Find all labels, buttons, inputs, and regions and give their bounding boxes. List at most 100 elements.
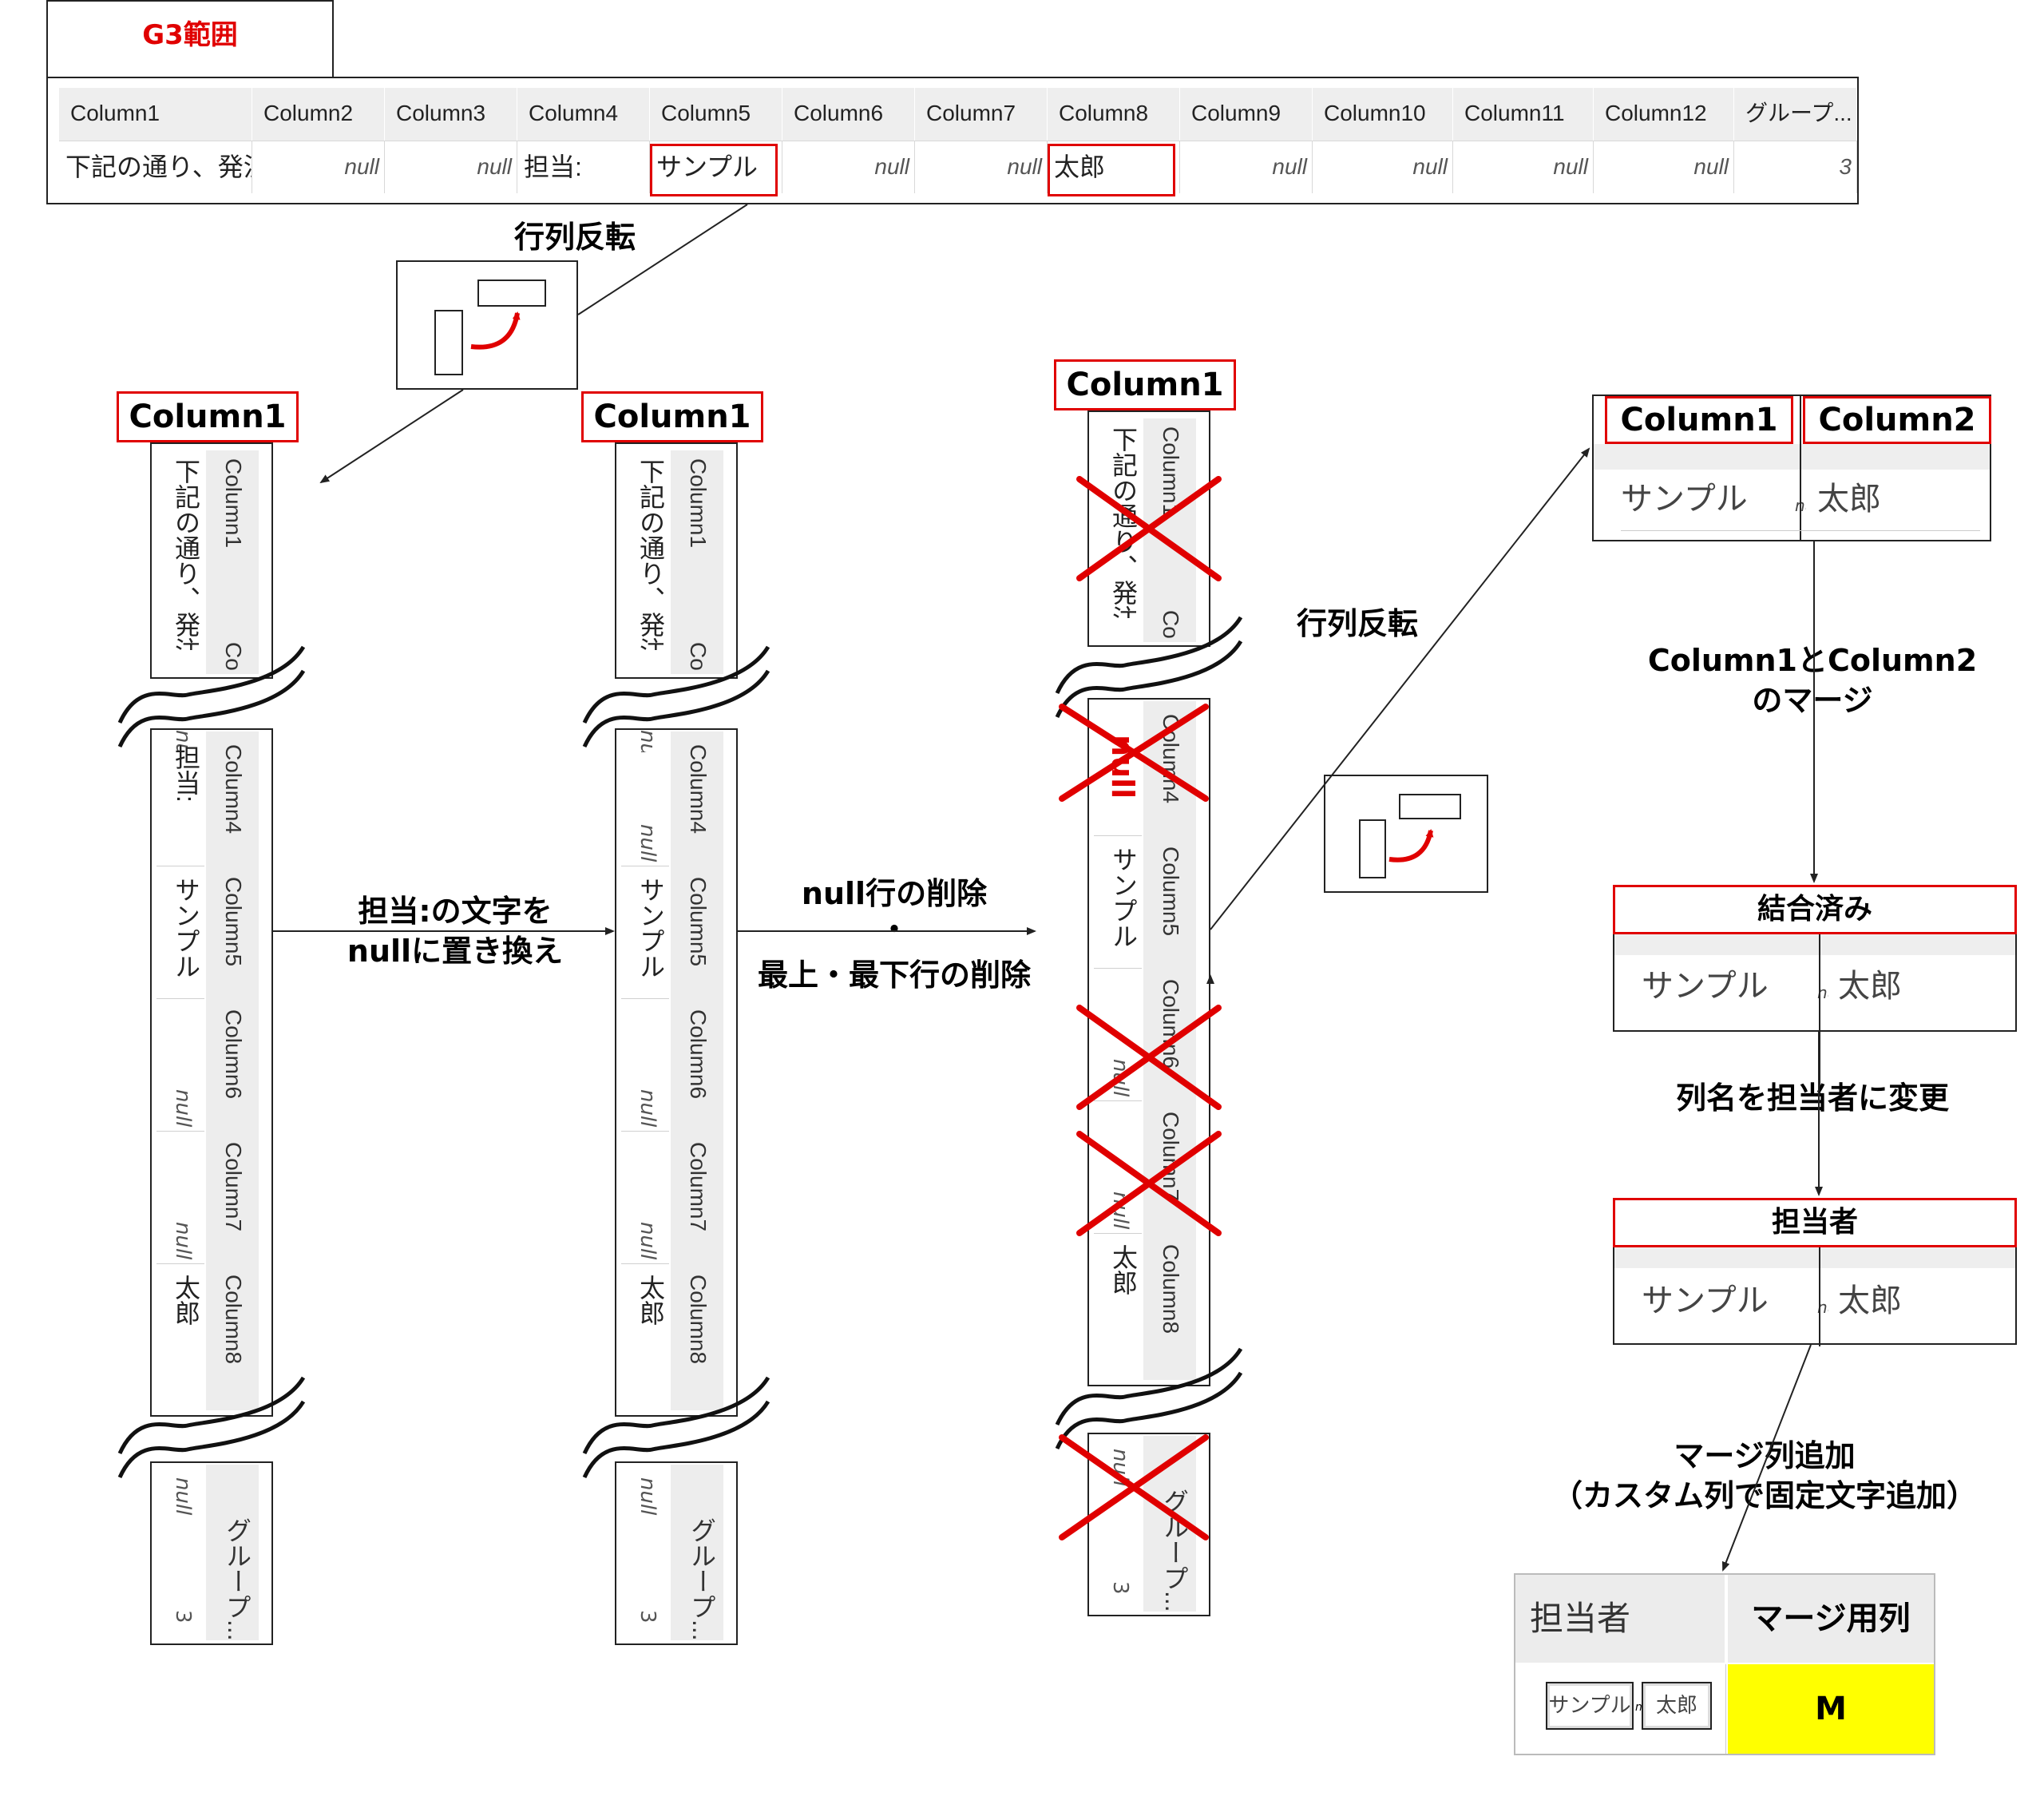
- strip-mid-null: null: [636, 824, 660, 862]
- strip-top-cut-label: Co: [686, 642, 711, 671]
- g3-header-cell: Column8: [1048, 88, 1180, 141]
- strip2-header: Column1: [581, 391, 763, 442]
- strip-mid-null: null: [636, 1222, 660, 1260]
- g3-data-cell: null: [1313, 141, 1453, 193]
- g3-title: G3範囲: [142, 19, 238, 51]
- strip1-header: Column1: [117, 391, 299, 442]
- addcol-label-1: マージ列追加: [1674, 1438, 1856, 1473]
- g3-header-cell: Column6: [782, 88, 915, 141]
- g3-data-cell: 太郎: [1048, 141, 1180, 193]
- result3-val1: サンプル: [1642, 1283, 1769, 1319]
- strip-top-cut-label: Co: [1159, 610, 1183, 639]
- addcol-label-2: （カスタム列で固定文字追加）: [1551, 1478, 1977, 1513]
- g3-data-cell: null: [782, 141, 915, 193]
- strip-mid-column-label: Column5: [221, 877, 246, 967]
- strip-mid-header-column: [671, 732, 723, 1410]
- transpose-label-1: 行列反転: [513, 220, 636, 255]
- g3-data-cell: null: [252, 141, 385, 193]
- strip-row-divider: [621, 1263, 669, 1264]
- result1-rowline: [1621, 530, 1980, 531]
- final-header-2: マージ用列: [1728, 1575, 1934, 1663]
- transpose-icon-1: [396, 260, 578, 390]
- break-marks: [117, 616, 1243, 1479]
- result2-val1: サンプル: [1642, 968, 1769, 1005]
- transpose-rect-vertical: [434, 310, 463, 375]
- result3-divider: [1819, 1247, 1820, 1346]
- icon-to-strip1-arrow: [319, 389, 464, 484]
- strip-mid-null-prefix: null: [636, 730, 660, 752]
- g3-to-icon-line: [577, 204, 748, 315]
- result3-header-bg: [1614, 1247, 2015, 1268]
- g3-header-cell: Column2: [252, 88, 385, 141]
- final-header-1: 担当者: [1515, 1575, 1726, 1663]
- strip-mid-value: 太郎: [1109, 1244, 1138, 1295]
- merge-label-1: Column1とColumn2: [1647, 643, 1978, 678]
- strip3-to-result1-arrow: [1210, 447, 1590, 930]
- rename-label: 列名を担当者に変更: [1675, 1080, 1949, 1116]
- transpose2-rect-horizontal: [1399, 794, 1461, 819]
- g3-header-cell: Column7: [915, 88, 1048, 141]
- strip-mid-null: null: [171, 1089, 195, 1128]
- transpose2-rect-vertical: [1359, 819, 1386, 878]
- strip-mid-value: 担当:: [172, 744, 200, 803]
- strip-mid-column-label: Column5: [1159, 847, 1183, 937]
- strip-row-divider: [621, 998, 669, 999]
- g3-header-cell: Column1: [59, 88, 252, 141]
- g3-header-cell: Column5: [650, 88, 782, 141]
- g3-highlight-box: [1048, 144, 1175, 196]
- strip-bot-number: 3: [1108, 1581, 1132, 1595]
- g3-header-cell: グループ...: [1734, 88, 1857, 141]
- result2-header-bg: [1614, 934, 2015, 955]
- strip-top-value: 下記の通り、発注いたし: [172, 458, 200, 650]
- strip-top-column-label: Column1: [686, 458, 711, 549]
- strip-mid-column-label: Column6: [686, 1009, 711, 1100]
- result3-val2: 太郎: [1838, 1283, 1902, 1319]
- strip-mid-column-label: Column8: [686, 1275, 711, 1365]
- strip-mid-value: サンプル: [172, 877, 200, 979]
- final-cell-value: M: [1728, 1664, 1934, 1754]
- transpose-icon-2: [1324, 775, 1488, 893]
- strip-top-value: 下記の通り、発注いたし: [1109, 426, 1138, 618]
- strip-top-value: 下記の通り、発注いたし: [636, 458, 665, 650]
- strip-mid-value: サンプル: [1109, 847, 1138, 949]
- strip-mid-column-label: Column4: [686, 744, 711, 835]
- delete-label-1: null行の削除: [801, 876, 988, 911]
- result2-header: 結合済み: [1613, 885, 2017, 934]
- delete-crosses: [1059, 476, 1222, 1540]
- g3-data-cell: 3: [1734, 141, 1857, 193]
- strip-header-column: [671, 450, 723, 674]
- result1-val1: サンプル: [1621, 481, 1748, 517]
- strip-mid-column-label: Column8: [1159, 1244, 1183, 1334]
- strip-mid-null: null: [171, 1222, 195, 1260]
- delete-label-dot: ・: [878, 912, 909, 947]
- strip-bot-null: null: [171, 1477, 195, 1516]
- result1-divider: [1800, 395, 1801, 541]
- strip-mid-null: null: [636, 1089, 660, 1128]
- strip-mid-column-label: Column4: [221, 744, 246, 835]
- strip-bot-column-label: グループ...: [223, 1517, 252, 1641]
- final-chip-2: 太郎: [1642, 1682, 1712, 1730]
- g3-data-cell: null: [915, 141, 1048, 193]
- result2-divider: [1819, 934, 1820, 1094]
- strip-row-divider: [156, 1263, 204, 1264]
- g3-data-cell: null: [1180, 141, 1313, 193]
- strip-bot-null: null: [636, 1477, 660, 1516]
- g3-header-cell: Column10: [1313, 88, 1453, 141]
- result1-header-bg: [1594, 444, 1990, 470]
- strip-row-divider: [1094, 968, 1142, 969]
- g3-header-cell: Column3: [385, 88, 517, 141]
- strip-row-divider: [621, 1131, 669, 1132]
- transpose2-red-arrow: [1388, 829, 1434, 862]
- strip-row-divider: [1094, 1100, 1142, 1101]
- g3-header-cell: Column12: [1594, 88, 1734, 141]
- final-chip-1: サンプル: [1546, 1682, 1634, 1730]
- strip-mid-column-label: Column5: [686, 877, 711, 967]
- strip-bot-number: 3: [171, 1610, 195, 1624]
- result1-col1-header: Column1: [1605, 396, 1793, 444]
- g3-data-cell: null: [1453, 141, 1594, 193]
- strip-mid-column-label: Column6: [1159, 979, 1183, 1069]
- delete-label-2: 最上・最下行の削除: [757, 958, 1031, 993]
- g3-data-cell: 担当:: [517, 141, 650, 193]
- transpose-label-2: 行列反転: [1296, 606, 1418, 641]
- replace-label-2: nullに置き換え: [347, 934, 564, 969]
